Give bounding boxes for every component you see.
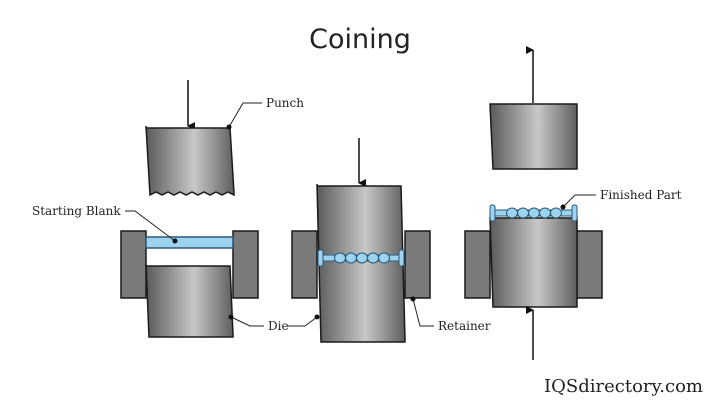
- label-finished-part: Finished Part: [600, 188, 682, 202]
- leader-starting-blank-dot: [172, 238, 178, 244]
- leader-punch: [228, 102, 262, 128]
- die-stage3: [489, 217, 578, 308]
- leader-finished-part: [562, 194, 596, 208]
- label-die: Die: [268, 319, 289, 333]
- finished-part-flange: [571, 204, 578, 222]
- finished-part-coin-bump: [517, 207, 529, 219]
- finished-part-coin-bump: [550, 207, 562, 219]
- label-starting-blank: Starting Blank: [32, 204, 121, 218]
- punch-stage1: [145, 125, 235, 197]
- starting-blank: [145, 236, 234, 249]
- coined-part-stage2-coin-bump: [367, 252, 379, 264]
- diagram-title: Coining: [309, 24, 411, 55]
- leader-die-2: [287, 316, 318, 327]
- leader-retainer-dot: [410, 296, 416, 302]
- retainer-left-stage2: [291, 230, 318, 299]
- finished-part-coin-bump: [528, 207, 540, 219]
- die-stage1: [145, 263, 234, 338]
- coined-part-stage2-flange: [317, 249, 324, 267]
- label-retainer: Retainer: [438, 319, 491, 333]
- retainer-left-stage3: [464, 230, 491, 299]
- coined-part-stage2-coin-bump: [356, 252, 368, 264]
- retainer-right-stage2: [404, 230, 431, 299]
- retainer-left-stage1: [120, 230, 147, 299]
- leader-retainer: [412, 298, 434, 327]
- leader-starting-blank: [125, 210, 176, 242]
- coined-part-stage2-coin-bump: [378, 252, 390, 264]
- leader-die-dot: [228, 314, 234, 320]
- leader-punch-dot: [226, 124, 232, 130]
- punch-stage3: [489, 103, 578, 170]
- coined-part-stage2-coin-bump: [345, 252, 357, 264]
- finished-part-flange: [489, 204, 496, 222]
- coined-part-stage2-flange: [398, 249, 405, 267]
- retainer-right-stage3: [576, 230, 603, 299]
- leader-finished-part-dot: [560, 204, 566, 210]
- brand-watermark: IQSdirectory.com: [544, 376, 703, 397]
- label-punch: Punch: [266, 96, 304, 110]
- leader-die-2-dot: [314, 314, 320, 320]
- finished-part-coin-bump: [539, 207, 551, 219]
- leader-die: [230, 316, 264, 327]
- coined-part-stage2-coin-bump: [334, 252, 346, 264]
- retainer-right-stage1: [232, 230, 259, 299]
- finished-part-coin-bump: [506, 207, 518, 219]
